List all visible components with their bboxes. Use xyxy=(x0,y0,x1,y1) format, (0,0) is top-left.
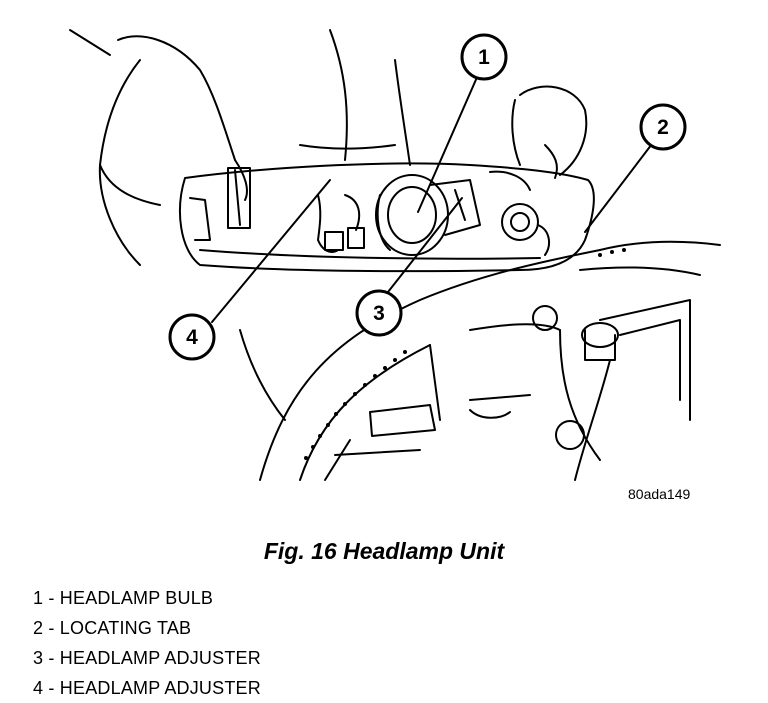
headlamp-housing-drawing xyxy=(179,162,595,273)
callout-number-2: 2 xyxy=(657,116,669,139)
legend-item: 1 - HEADLAMP BULB xyxy=(33,588,214,608)
leader-line-3 xyxy=(387,197,463,293)
figure-title: Fig. 16 Headlamp Unit xyxy=(263,538,505,564)
center-arm-drawing xyxy=(299,29,411,166)
right-hand-drawing xyxy=(511,85,588,179)
callout-number-1: 1 xyxy=(478,46,490,69)
callout-circle-4 xyxy=(168,313,216,361)
legend-item: 4 - HEADLAMP ADJUSTER xyxy=(33,678,261,698)
legend-list: 1 - HEADLAMP BULB 2 - LOCATING TAB 3 - H… xyxy=(33,583,261,703)
leader-line-4 xyxy=(211,179,331,323)
callout-number-4: 4 xyxy=(186,326,198,349)
leader-line-1 xyxy=(417,74,479,213)
leader-line-2 xyxy=(584,139,656,233)
callout-circle-1 xyxy=(460,33,508,81)
figure-code: 80ada149 xyxy=(628,486,691,502)
left-hand-drawing xyxy=(69,29,248,266)
vehicle-body-drawing xyxy=(239,240,721,481)
callout-circle-2 xyxy=(639,103,687,151)
legend-item: 3 - HEADLAMP ADJUSTER xyxy=(33,648,261,668)
callout-number-3: 3 xyxy=(373,302,385,325)
legend-item: 2 - LOCATING TAB xyxy=(33,618,192,638)
headlamp-illustration: 1 2 3 4 xyxy=(69,29,721,481)
callout-circle-3 xyxy=(355,289,403,337)
perforation-dots xyxy=(304,248,626,460)
